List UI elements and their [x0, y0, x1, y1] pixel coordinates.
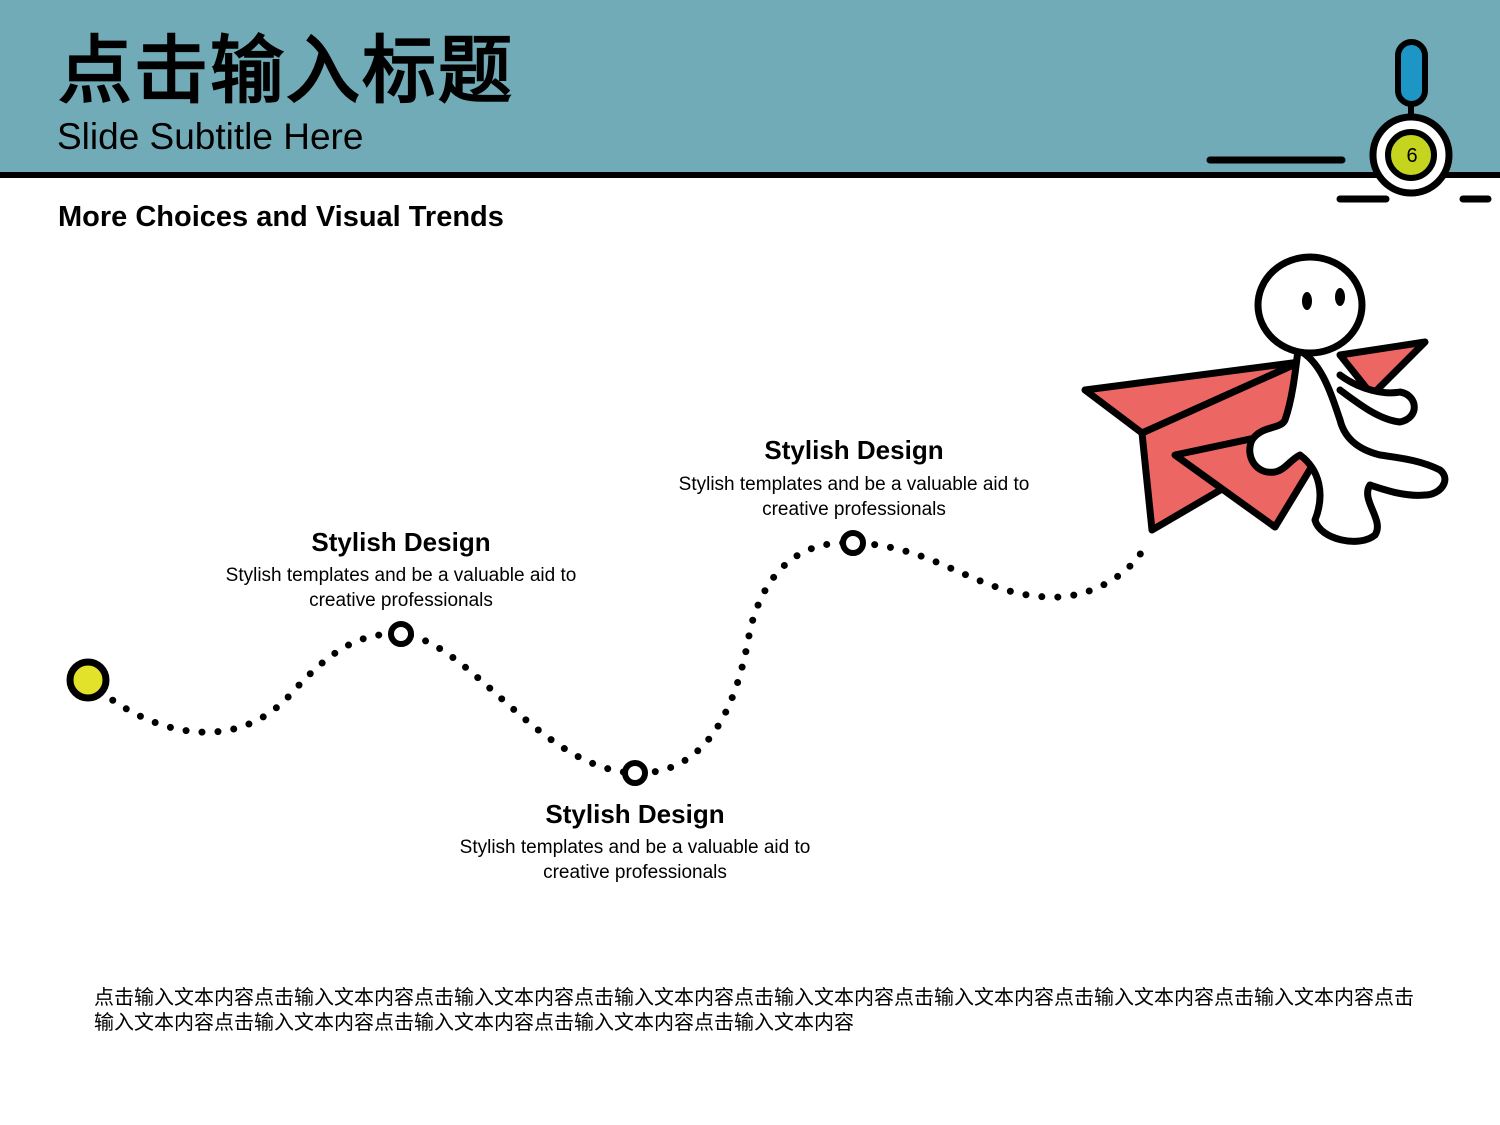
page-title[interactable]: 点击输入标题 [58, 28, 514, 114]
page-number: 6 [1406, 145, 1418, 167]
milestone-title-3[interactable]: Stylish Design [764, 435, 944, 465]
milestone-title-2[interactable]: Stylish Design [545, 799, 725, 829]
milestone-node-icon [388, 621, 414, 647]
milestone-description-1[interactable]: Stylish templates and be a valuable aid … [225, 565, 577, 611]
journey-path [84, 539, 1149, 777]
footer-body-text[interactable]: 点击输入文本内容点击输入文本内容点击输入文本内容点击输入文本内容点击输入文本内容… [94, 985, 1414, 1034]
header-rule [0, 172, 1500, 178]
section-heading[interactable]: More Choices and Visual Trends [58, 201, 504, 233]
milestone-node-icon [840, 530, 866, 556]
magnifier-badge-icon [1206, 39, 1492, 203]
header-band [0, 0, 1500, 174]
stick-figure-icon [1246, 253, 1449, 545]
milestone-description-2[interactable]: Stylish templates and be a valuable aid … [459, 837, 811, 883]
page-subtitle[interactable]: Slide Subtitle Here [57, 116, 364, 157]
milestone-description-3[interactable]: Stylish templates and be a valuable aid … [678, 474, 1030, 520]
milestone-node-icon [622, 760, 648, 786]
milestone-title-1[interactable]: Stylish Design [311, 527, 491, 557]
start-dot-icon [66, 658, 110, 702]
